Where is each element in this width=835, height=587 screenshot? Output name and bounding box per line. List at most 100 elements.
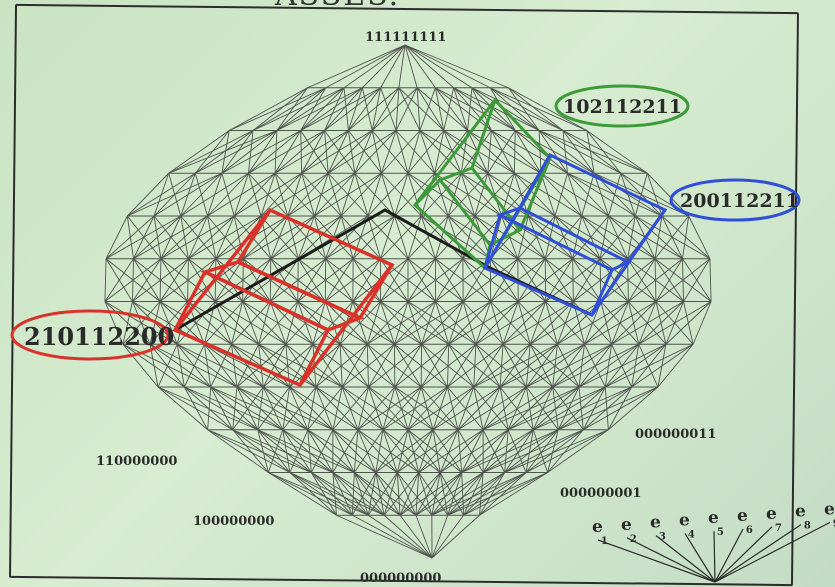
lattice-edge — [479, 472, 506, 516]
lattice-edge — [382, 386, 448, 431]
lattice-edge — [507, 386, 606, 431]
lattice-edge — [394, 344, 422, 388]
lattice-edge — [525, 429, 609, 473]
lattice-edge — [366, 301, 381, 345]
lattice-edge — [482, 429, 559, 473]
lattice-edge — [228, 87, 308, 131]
lattice-edge — [307, 429, 377, 473]
lattice-edge — [314, 172, 382, 217]
lattice-edge — [289, 386, 334, 431]
lattice-edge — [221, 130, 301, 174]
lattice-edge — [234, 172, 302, 217]
lattice-edge — [300, 87, 327, 131]
lattice-edge — [439, 472, 465, 516]
lattice-edge — [332, 472, 353, 516]
lattice-edge — [453, 87, 469, 131]
lattice-edge — [474, 172, 515, 217]
lattice-edge — [407, 130, 445, 174]
lattice-edge — [361, 87, 373, 131]
lattice-edge — [578, 343, 640, 388]
callout-green-label: 102112211 — [563, 96, 682, 118]
lattice-edge — [232, 429, 269, 473]
lattice-edge — [315, 344, 341, 388]
lattice-edge — [289, 344, 314, 388]
lattice-edge — [274, 130, 349, 174]
slide-title-fragment: ASSES. — [275, 0, 400, 13]
lattice-edge — [407, 429, 420, 473]
lattice-edge — [289, 472, 353, 516]
lattice-edge — [353, 429, 384, 473]
lattice-edge — [432, 386, 475, 431]
lattice-edge — [683, 258, 711, 302]
lattice-edge — [122, 301, 161, 345]
lattice-edge — [557, 301, 629, 345]
lattice-edge — [311, 472, 369, 516]
lattice-edge — [562, 130, 622, 174]
lattice-edge — [183, 344, 205, 388]
lattice-edge — [421, 301, 464, 345]
lattice-edge — [547, 429, 559, 473]
lattice-edge — [347, 130, 356, 174]
lattice-edge — [368, 343, 422, 388]
lattice-edge — [473, 343, 531, 388]
lattice-edge — [184, 386, 258, 431]
lattice-edge — [105, 215, 182, 260]
lattice-edge — [287, 172, 356, 217]
lattice-edge — [490, 87, 587, 131]
lattice-edge — [415, 472, 441, 516]
lattice-edge — [207, 429, 291, 473]
lattice-edge — [508, 87, 588, 131]
lattice-edge — [396, 472, 433, 516]
lattice-edge — [567, 173, 583, 217]
lattice-edge — [289, 472, 337, 516]
lattice-edge — [368, 386, 434, 431]
lattice-edge — [105, 215, 128, 259]
lattice-edge — [443, 130, 462, 174]
lattice-edge — [599, 215, 609, 259]
lattice-edge — [491, 130, 568, 174]
lattice-edge — [262, 386, 284, 430]
lattice-edge — [572, 258, 601, 302]
lattice-edge — [285, 301, 299, 345]
lattice-edge — [532, 429, 549, 473]
lattice-edge — [260, 172, 302, 217]
lattice-edge — [341, 344, 368, 388]
lattice-edge — [327, 130, 349, 174]
lattice-edge — [122, 301, 133, 345]
lattice-edge — [132, 258, 189, 302]
lattice-edge — [447, 343, 504, 388]
lattice-edge — [475, 301, 519, 345]
lattice-edge — [578, 343, 667, 388]
lattice-edge — [457, 386, 527, 431]
lattice-edge — [474, 173, 489, 217]
lattice-edge — [341, 386, 409, 431]
lattice-edge — [628, 258, 683, 302]
lattice-edge — [274, 130, 278, 174]
lattice-edge — [499, 343, 585, 388]
lattice-edge — [552, 343, 639, 388]
lattice-edge — [282, 429, 312, 473]
lattice-edge — [242, 258, 272, 302]
lattice-edge — [404, 44, 509, 89]
callout-red: 210112200 — [10, 309, 174, 361]
lattice-edge — [267, 429, 284, 473]
lattice-edge — [490, 258, 519, 302]
lattice-edge — [435, 87, 492, 131]
lattice-edge — [432, 429, 441, 473]
callout-blue-ring — [669, 178, 801, 222]
lattice-edge — [368, 386, 384, 430]
lattice-edge — [307, 44, 406, 89]
lattice-edge — [104, 301, 124, 345]
lattice-edge — [399, 472, 462, 516]
basis-edge — [714, 526, 773, 583]
lattice-edge — [638, 301, 712, 345]
lattice-edge — [297, 215, 342, 260]
lattice-edge — [504, 429, 559, 473]
lattice-edge — [526, 343, 585, 388]
lattice-edge — [210, 344, 232, 388]
lattice-edge — [307, 429, 312, 473]
lattice-edge — [252, 87, 327, 131]
lattice-edge — [289, 386, 309, 430]
label-bottom: 000000000 — [360, 571, 441, 586]
